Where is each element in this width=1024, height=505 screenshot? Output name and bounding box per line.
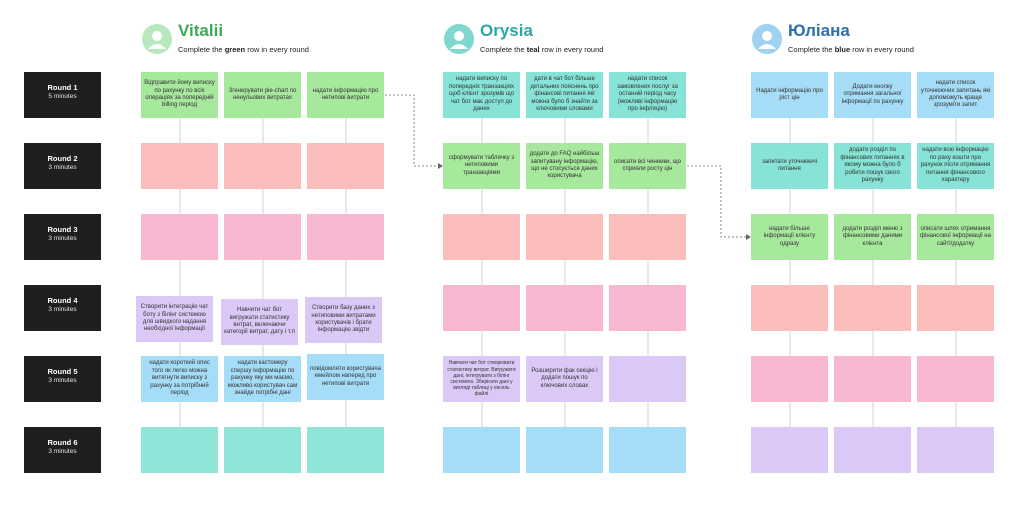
sticky-note-empty[interactable] [751, 285, 828, 331]
sticky-note[interactable]: надати інформацію про нетипові витрати [307, 72, 384, 118]
sticky-note[interactable]: Згенерувати pie-chart по ненульових витр… [224, 72, 301, 118]
sticky-note-empty[interactable] [224, 427, 301, 473]
sticky-note-empty[interactable] [834, 427, 911, 473]
sticky-note[interactable]: надати список замовлених послуг за остан… [609, 72, 686, 118]
person-instruction: Complete the blue row in every round [788, 45, 914, 54]
sticky-note[interactable]: додати до FAQ найбільш запитувану інформ… [526, 143, 603, 189]
sticky-note[interactable]: описати шлях отримання фінансової інформ… [917, 214, 994, 260]
user-icon [758, 31, 776, 49]
sticky-note-empty[interactable] [443, 427, 520, 473]
sticky-note[interactable]: описати всі чинники, що сприяли росту ці… [609, 143, 686, 189]
sticky-note[interactable]: повідомляти користувача емейлом наперед … [307, 354, 384, 400]
sticky-note-empty[interactable] [526, 427, 603, 473]
person-instruction: Complete the green row in every round [178, 45, 309, 54]
sticky-note[interactable]: додати розділ по фінансових питаннях в я… [834, 143, 911, 189]
sticky-note-empty[interactable] [917, 356, 994, 402]
person-name: Юліана [788, 21, 850, 40]
sticky-note[interactable]: Розширити фак секцію і додати пошук по к… [526, 356, 603, 402]
sticky-note[interactable]: Навчати чат бот створювати статистику ви… [443, 356, 520, 402]
sticky-note[interactable]: надати короткий опис того як легко можна… [141, 356, 218, 402]
arrowhead [438, 163, 443, 169]
sticky-note-empty[interactable] [834, 285, 911, 331]
sticky-note[interactable]: надати список уточнюючих запитань які до… [917, 72, 994, 118]
sticky-note-empty[interactable] [917, 427, 994, 473]
sticky-note[interactable]: додати розділ меню з фінансовими даними … [834, 214, 911, 260]
sticky-note-empty[interactable] [141, 427, 218, 473]
sticky-note[interactable]: надати всю інформацію по раху кошти про … [917, 143, 994, 189]
user-icon [450, 31, 468, 49]
arrowhead [746, 234, 751, 240]
handoff-arrow-vitalii-orysia [385, 94, 438, 167]
sticky-note-empty[interactable] [141, 143, 218, 189]
user-icon [148, 31, 166, 49]
sticky-note-empty[interactable] [307, 214, 384, 260]
person-instruction: Complete the teal row in every round [480, 45, 604, 54]
sticky-note-empty[interactable] [609, 214, 686, 260]
sticky-note-empty[interactable] [443, 214, 520, 260]
sticky-note-empty[interactable] [443, 285, 520, 331]
sticky-note[interactable]: надати кастомеру спершу інформацію по ра… [224, 356, 301, 402]
sticky-note-empty[interactable] [141, 214, 218, 260]
person-name: Orysia [480, 21, 533, 40]
sticky-note[interactable]: Додати кнопку отримання загальної інформ… [834, 72, 911, 118]
sticky-note-empty[interactable] [834, 356, 911, 402]
sticky-note[interactable]: Відправити йому виписку по рахунку по вс… [141, 72, 218, 118]
sticky-note-empty[interactable] [224, 143, 301, 189]
sticky-note[interactable]: Надати інформацію про ріст цін [751, 72, 828, 118]
sticky-note-empty[interactable] [751, 356, 828, 402]
sticky-note[interactable]: дати в чат бот більше детальних пояснень… [526, 72, 603, 118]
sticky-note-empty[interactable] [526, 285, 603, 331]
sticky-note-empty[interactable] [609, 427, 686, 473]
sticky-note[interactable]: сформувати табличку з нетиповими транзак… [443, 143, 520, 189]
avatar [142, 24, 172, 54]
avatar [752, 24, 782, 54]
sticky-note[interactable]: Створити базу даних з нетиповими витрата… [305, 297, 382, 343]
sticky-note-empty[interactable] [307, 143, 384, 189]
avatar [444, 24, 474, 54]
sticky-note-empty[interactable] [609, 356, 686, 402]
sticky-note[interactable]: Створити інтеграцію чат боту з білінг си… [136, 296, 213, 342]
handoff-arrow-orysia-juliana [687, 165, 746, 238]
person-name: Vitalii [178, 21, 224, 40]
sticky-note[interactable]: Навчити чат бот вигружати статистику вит… [221, 299, 298, 345]
sticky-note[interactable]: надати більше інформації клієнту одразу [751, 214, 828, 260]
sticky-note-empty[interactable] [224, 214, 301, 260]
sticky-note-empty[interactable] [751, 427, 828, 473]
sticky-note-empty[interactable] [609, 285, 686, 331]
sticky-note[interactable]: запитати уточнюючі питання [751, 143, 828, 189]
sticky-note-empty[interactable] [526, 214, 603, 260]
sticky-note-empty[interactable] [307, 427, 384, 473]
sticky-note[interactable]: надати виписку по попередніх транзакціях… [443, 72, 520, 118]
sticky-note-empty[interactable] [917, 285, 994, 331]
